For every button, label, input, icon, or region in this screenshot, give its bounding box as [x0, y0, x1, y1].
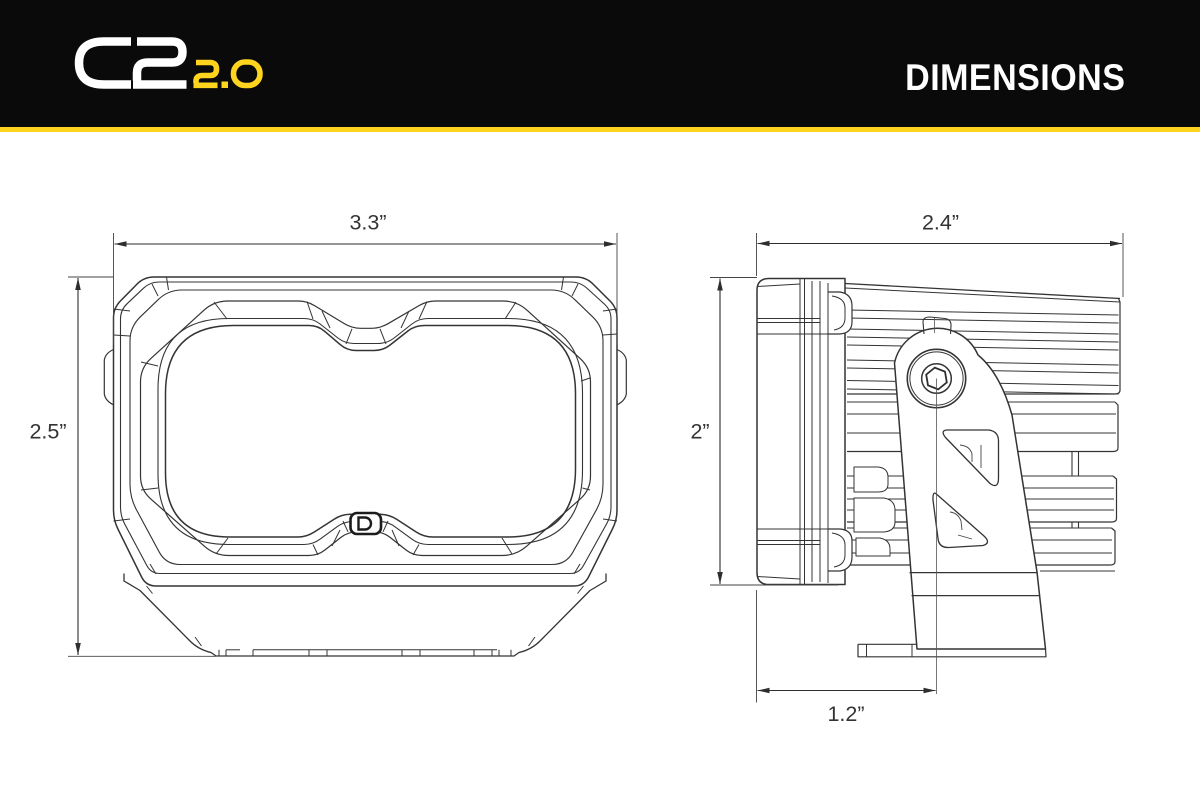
- svg-text:2”: 2”: [690, 420, 709, 444]
- svg-text:2.4”: 2.4”: [922, 211, 959, 235]
- svg-text:2.5”: 2.5”: [29, 420, 66, 444]
- svg-text:1.2”: 1.2”: [827, 702, 864, 726]
- svg-text:3.3”: 3.3”: [349, 211, 386, 235]
